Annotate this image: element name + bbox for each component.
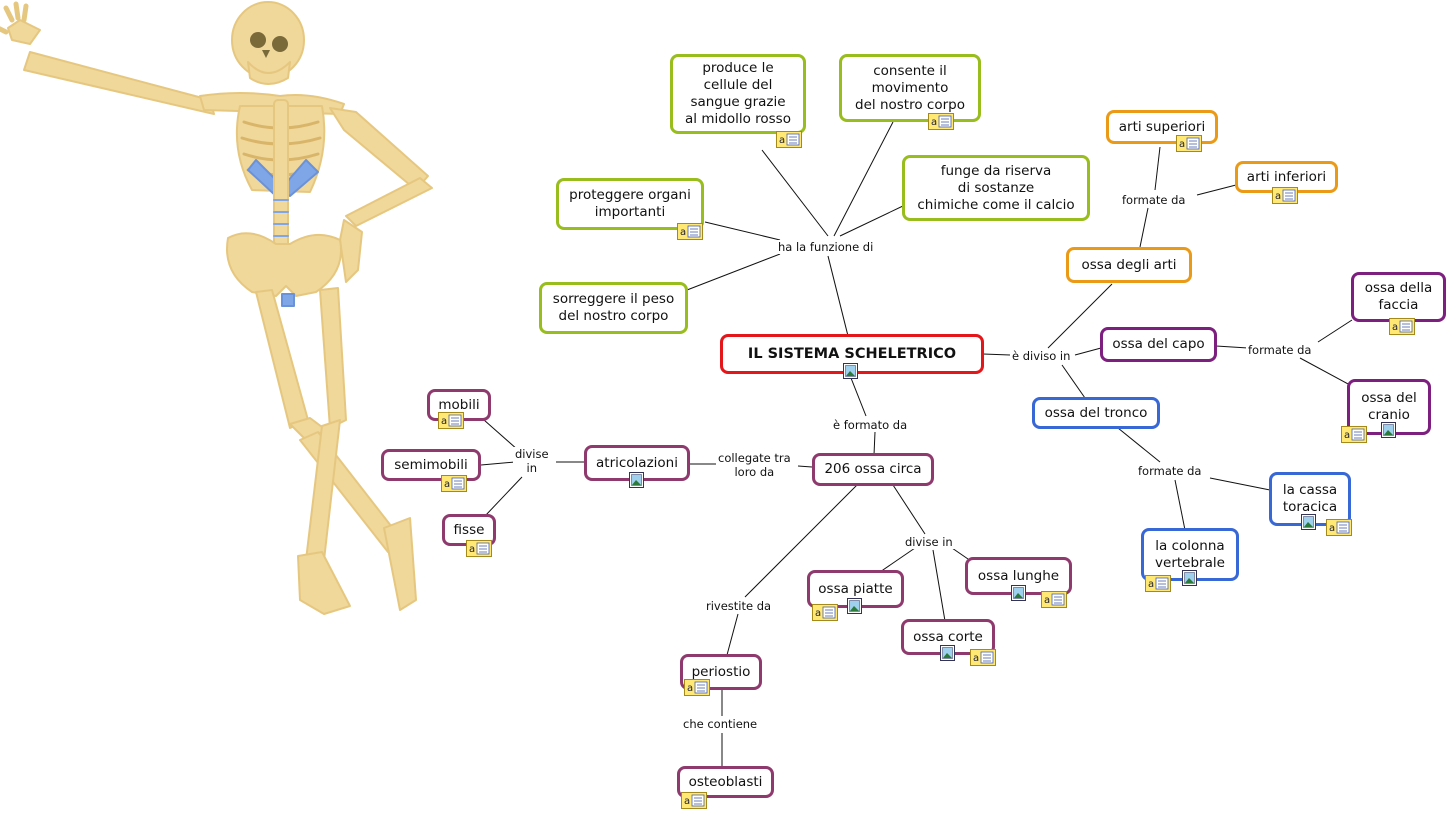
note-icon[interactable]: a [1041, 591, 1067, 608]
ossa-faccia-label: ossa della faccia [1364, 280, 1433, 313]
function-funge-node[interactable]: funge da riserva di sostanze chimiche co… [902, 155, 1090, 221]
image-icon[interactable] [847, 598, 862, 614]
svg-text:a: a [444, 479, 450, 490]
ossa-arti-node[interactable]: ossa degli arti [1066, 247, 1192, 283]
fisse-label: fisse [453, 521, 485, 538]
function-proteggere-node[interactable]: proteggere organi importanti [556, 178, 704, 230]
function-consente-label: consente il movimento del nostro corpo [855, 62, 965, 113]
note-icon[interactable]: a [928, 113, 954, 130]
svg-text:a: a [1148, 579, 1154, 590]
function-produce-label: produce le cellule del sangue grazie al … [685, 60, 791, 127]
link-diviso-in: è diviso in [1010, 349, 1073, 363]
note-icon[interactable]: a [1272, 187, 1298, 204]
ossa-tronco-node[interactable]: ossa del tronco [1032, 397, 1160, 429]
svg-text:a: a [1392, 322, 1398, 333]
ossa-circa-label: 206 ossa circa [824, 461, 922, 477]
ossa-arti-label: ossa degli arti [1081, 256, 1177, 273]
function-sorreggere-label: sorreggere il peso del nostro corpo [552, 291, 675, 324]
link-ha-funzione: ha la funzione di [776, 240, 876, 254]
note-icon[interactable]: a [438, 412, 464, 429]
skeleton-illustration [0, 1, 433, 615]
link-formate-da-capo: formate da [1246, 343, 1314, 357]
ossa-capo-node[interactable]: ossa del capo [1100, 327, 1217, 362]
link-che-contiene: che contiene [681, 717, 760, 731]
note-icon[interactable]: a [684, 679, 710, 696]
atricolazioni-label: atricolazioni [596, 454, 678, 471]
cassa-toracica-label: la cassa toracica [1282, 482, 1338, 515]
link-divise-in-articolazioni: divise in [513, 447, 551, 475]
arti-superiori-label: arti superiori [1118, 118, 1206, 135]
function-proteggere-label: proteggere organi importanti [569, 187, 691, 220]
svg-text:a: a [815, 608, 821, 619]
link-formate-da-tronco: formate da [1136, 464, 1204, 478]
function-produce-node[interactable]: produce le cellule del sangue grazie al … [670, 54, 806, 134]
osteoblasti-label: osteoblasti [688, 773, 763, 790]
ossa-cranio-label: ossa del cranio [1361, 390, 1417, 423]
note-icon[interactable]: a [970, 649, 996, 666]
ossa-capo-label: ossa del capo [1112, 336, 1205, 352]
svg-text:a: a [441, 416, 447, 427]
image-icon[interactable] [629, 472, 644, 488]
arti-inferiori-node[interactable]: arti inferiori [1235, 161, 1338, 193]
link-divise-in-ossa: divise in [903, 535, 955, 549]
root-label: IL SISTEMA SCHELETRICO [747, 345, 957, 362]
ossa-tronco-label: ossa del tronco [1044, 404, 1148, 421]
svg-text:a: a [1344, 430, 1350, 441]
svg-text:a: a [687, 683, 693, 694]
colonna-vertebrale-label: la colonna vertebrale [1155, 537, 1225, 571]
semimobili-label: semimobili [394, 456, 468, 473]
note-icon[interactable]: a [681, 792, 707, 809]
image-icon[interactable] [1182, 570, 1197, 586]
note-icon[interactable]: a [1145, 575, 1171, 592]
image-icon[interactable] [1301, 514, 1316, 530]
ossa-faccia-node[interactable]: ossa della faccia [1351, 272, 1446, 322]
periostio-label: periostio [691, 663, 751, 680]
svg-text:a: a [931, 117, 937, 128]
svg-text:a: a [1044, 595, 1050, 606]
svg-text:a: a [680, 227, 686, 238]
mobili-label: mobili [438, 396, 480, 413]
svg-text:a: a [1329, 523, 1335, 534]
note-icon[interactable]: a [1176, 135, 1202, 152]
note-icon[interactable]: a [1389, 318, 1415, 335]
note-icon[interactable]: a [812, 604, 838, 621]
svg-text:a: a [469, 544, 475, 555]
note-icon[interactable]: a [677, 223, 703, 240]
note-icon[interactable]: a [441, 475, 467, 492]
svg-text:a: a [1275, 191, 1281, 202]
arti-inferiori-label: arti inferiori [1246, 168, 1327, 185]
link-formate-da-arti: formate da [1120, 193, 1188, 207]
ossa-circa-node[interactable]: 206 ossa circa [812, 453, 934, 486]
function-funge-label: funge da riserva di sostanze chimiche co… [917, 162, 1075, 213]
atricolazioni-node[interactable]: atricolazioni [584, 445, 690, 481]
svg-text:a: a [779, 135, 785, 146]
ossa-piatte-label: ossa piatte [818, 580, 893, 597]
ossa-lunghe-label: ossa lunghe [977, 567, 1060, 584]
note-icon[interactable]: a [1326, 519, 1352, 536]
osteoblasti-node[interactable]: osteoblasti [677, 766, 774, 798]
ossa-piatte-node[interactable]: ossa piatte [807, 570, 904, 608]
image-icon[interactable] [940, 645, 955, 661]
svg-text:a: a [1179, 139, 1185, 150]
function-sorreggere-node[interactable]: sorreggere il peso del nostro corpo [539, 282, 688, 334]
svg-text:a: a [684, 796, 690, 807]
link-collegate: collegate tra loro da [716, 451, 793, 479]
ossa-corte-label: ossa corte [913, 628, 983, 645]
function-consente-node[interactable]: consente il movimento del nostro corpo [839, 54, 981, 122]
arti-superiori-node[interactable]: arti superiori [1106, 110, 1218, 144]
svg-text:a: a [973, 653, 979, 664]
note-icon[interactable]: a [776, 131, 802, 148]
image-icon[interactable] [1381, 422, 1396, 438]
semimobili-node[interactable]: semimobili [381, 449, 481, 481]
link-formato-da: è formato da [831, 418, 910, 432]
link-rivestite-da: rivestite da [704, 599, 774, 613]
image-icon[interactable] [1011, 585, 1026, 601]
note-icon[interactable]: a [466, 540, 492, 557]
note-icon[interactable]: a [1341, 426, 1367, 443]
image-icon[interactable] [843, 363, 858, 379]
